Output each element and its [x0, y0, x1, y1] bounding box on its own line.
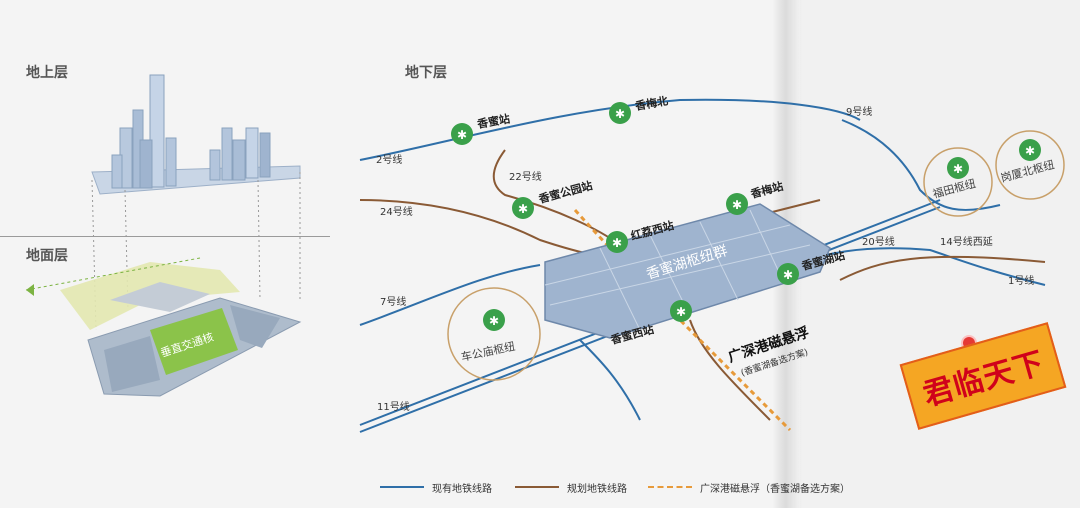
station-label: 香梅北 — [633, 93, 669, 113]
line-planned-south — [689, 319, 771, 421]
metro-logo-icon: ✱ — [615, 107, 625, 121]
line-9 — [841, 119, 1001, 211]
legend-existing: 现有地铁线路 — [380, 478, 492, 496]
legend-planned: 规划地铁线路 — [515, 478, 627, 496]
station-xiangmeibei: ✱ 香梅北 — [609, 93, 669, 124]
legend-existing-label: 现有地铁线路 — [432, 483, 492, 495]
metro-logo-icon: ✱ — [676, 305, 686, 319]
skyline-illustration — [91, 74, 301, 331]
underground-title: 地下层 — [405, 65, 447, 81]
legend-maglev-label: 广深港磁悬浮（香蜜湖备选方案） — [700, 483, 850, 495]
line-cross — [579, 339, 641, 421]
ground-level-illustration: 垂直交通核 — [25, 257, 302, 397]
station-label: 香蜜站 — [475, 111, 511, 131]
hub-label: 岗厦北枢纽 — [999, 157, 1056, 185]
line-2 — [359, 98, 861, 161]
line-14 — [839, 255, 1046, 281]
legend-maglev: 广深港磁悬浮（香蜜湖备选方案） — [648, 478, 850, 496]
station-label: 香梅站 — [748, 179, 784, 201]
above-ground-title: 地上层 — [26, 65, 68, 81]
line-7 — [359, 264, 541, 326]
legend-planned-swatch — [515, 486, 559, 488]
legend-planned-label: 规划地铁线路 — [567, 483, 627, 495]
metro-logo-icon: ✱ — [953, 162, 963, 176]
station-xiangmi: ✱ 香蜜站 — [451, 111, 511, 145]
ground-divider — [0, 236, 330, 237]
existing-lines — [359, 98, 1046, 433]
hub-gangxia: ✱ 岗厦北枢纽 — [995, 130, 1065, 200]
line-11-label: 11号线 — [377, 400, 410, 413]
maglev-label: 广深港磁悬浮 (香蜜湖备选方案) — [726, 324, 811, 379]
station-label: 香蜜公园站 — [536, 178, 594, 206]
ground-level-title: 地面层 — [26, 248, 68, 264]
legend-maglev-swatch — [648, 486, 692, 488]
metro-logo-icon: ✱ — [732, 198, 742, 212]
metro-logo-icon: ✱ — [457, 128, 467, 142]
hub-label: 福田枢纽 — [931, 176, 977, 201]
line-labels: 2号线 22号线 24号线 7号线 11号线 9号线 20号线 14号线西延 1… — [376, 105, 1034, 413]
line-9-label: 9号线 — [846, 105, 872, 118]
line-7-label: 7号线 — [380, 295, 406, 308]
metro-logo-icon: ✱ — [1025, 144, 1035, 158]
line-14-label: 14号线西延 — [940, 235, 993, 248]
legend-existing-swatch — [380, 486, 424, 488]
metro-logo-icon: ✱ — [783, 268, 793, 282]
hub-chegongmiao: ✱ 车公庙枢纽 — [447, 287, 541, 381]
metro-logo-icon: ✱ — [518, 202, 528, 216]
hub-label: 车公庙枢纽 — [460, 339, 517, 364]
hub-futian: ✱ 福田枢纽 — [923, 147, 993, 217]
hub-block: 香蜜湖枢纽群 — [544, 203, 831, 339]
line-24-label: 24号线 — [380, 205, 413, 218]
station-xiangmigongyuan: ✱ 香蜜公园站 — [512, 178, 594, 219]
line-22-label: 22号线 — [509, 170, 542, 183]
legend: 现有地铁线路 规划地铁线路 广深港磁悬浮（香蜜湖备选方案） — [380, 478, 860, 496]
metro-logo-icon: ✱ — [489, 314, 499, 328]
metro-logo-icon: ✱ — [612, 236, 622, 250]
line-20-label: 20号线 — [862, 235, 895, 248]
line-1-label: 1号线 — [1008, 274, 1034, 287]
line-2-label: 2号线 — [376, 153, 402, 166]
